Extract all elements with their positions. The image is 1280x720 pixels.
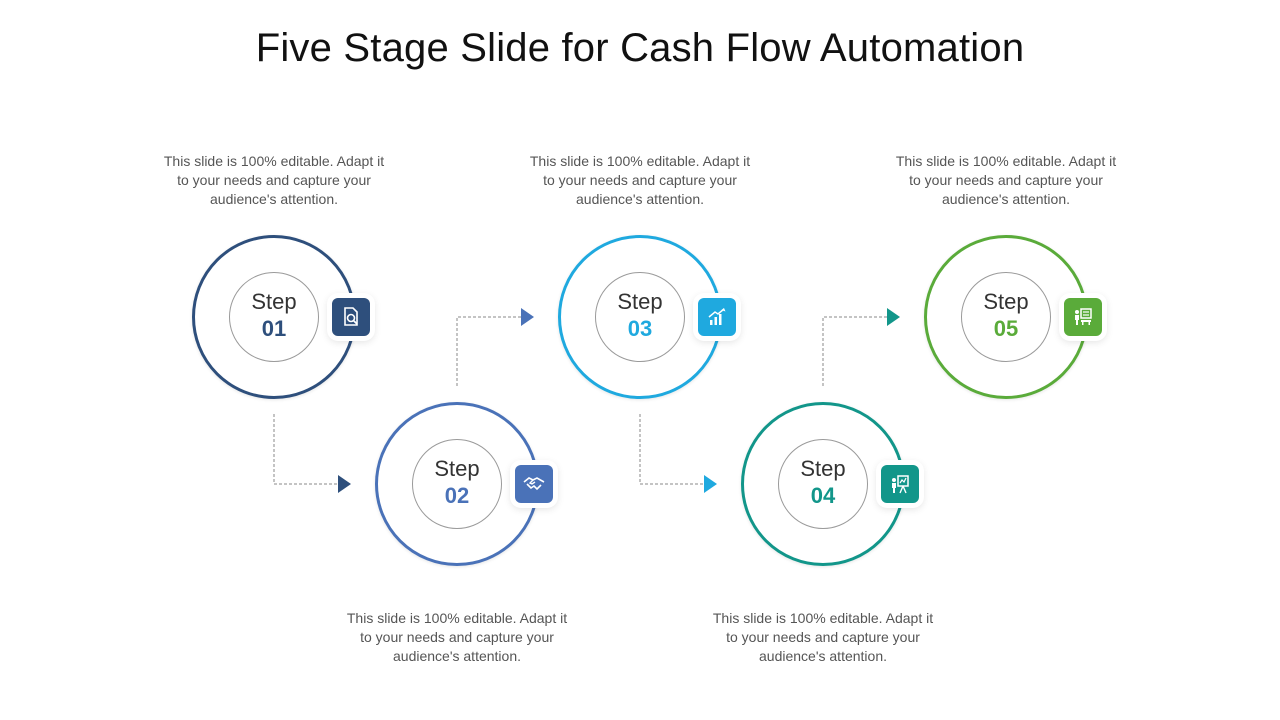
step-01-number: 01 <box>261 316 287 341</box>
step-03-label: Step <box>617 289 663 314</box>
step-04-label: Step <box>800 456 846 481</box>
connector-03-04 <box>639 414 704 485</box>
step-05-number: 05 <box>993 316 1019 341</box>
step-01-badge <box>332 298 370 336</box>
arrowhead-02 <box>338 475 351 493</box>
step-04-circle: Step 04 <box>778 439 868 529</box>
step-05-label: Step <box>983 289 1029 314</box>
handshake-icon <box>523 477 545 491</box>
step-05-circle: Step 05 <box>961 272 1051 362</box>
arrowhead-05 <box>887 308 900 326</box>
step-02-label: Step <box>434 456 480 481</box>
presentation-icon <box>892 475 909 494</box>
step-03-description: This slide is 100% editable. Adapt it to… <box>529 153 751 207</box>
connector-01-02 <box>273 414 338 485</box>
step-05-badge <box>1064 298 1102 336</box>
step-05-description: This slide is 100% editable. Adapt it to… <box>895 153 1117 207</box>
meeting-board-icon <box>1075 308 1092 325</box>
step-03-circle: Step 03 <box>595 272 685 362</box>
step-01-description: This slide is 100% editable. Adapt it to… <box>163 153 385 207</box>
step-03-badge <box>698 298 736 336</box>
step-02-circle: Step 02 <box>412 439 502 529</box>
step-04-number: 04 <box>810 483 836 508</box>
slide-title: Five Stage Slide for Cash Flow Automatio… <box>255 26 1025 70</box>
step-01-circle: Step 01 <box>229 272 319 362</box>
connector-04-05 <box>822 316 887 386</box>
step-02-ring <box>375 402 539 566</box>
document-search-icon <box>344 307 358 326</box>
growth-chart-icon <box>708 308 726 325</box>
step-02-number: 02 <box>444 483 470 508</box>
step-03-number: 03 <box>627 316 653 341</box>
step-04-badge <box>881 465 919 503</box>
step-02-description: This slide is 100% editable. Adapt it to… <box>346 610 568 664</box>
connector-02-03 <box>456 316 521 386</box>
step-01-label: Step <box>251 289 297 314</box>
arrowhead-04 <box>704 475 717 493</box>
step-04-description: This slide is 100% editable. Adapt it to… <box>712 610 934 664</box>
arrowhead-03 <box>521 308 534 326</box>
step-02-badge <box>515 465 553 503</box>
